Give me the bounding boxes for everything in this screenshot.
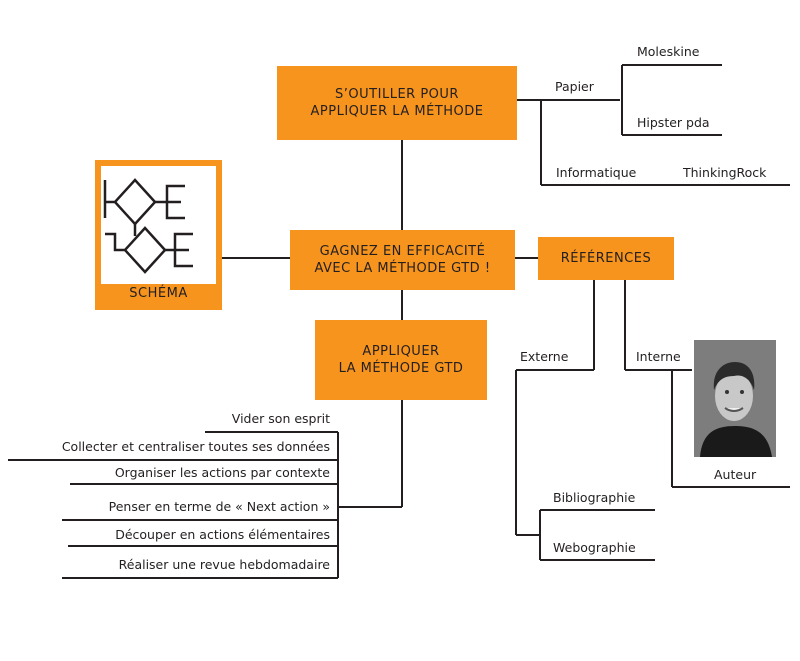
action-item-1: Vider son esprit	[231, 411, 330, 426]
label-externe: Externe	[520, 349, 569, 364]
action-item-4: Penser en terme de « Next action »	[108, 499, 330, 514]
box-outiller: S’OUTILLER POUR APPLIQUER LA MÉTHODE	[277, 66, 517, 140]
label-interne: Interne	[636, 349, 681, 364]
action-item-3: Organiser les actions par contexte	[114, 465, 330, 480]
label-webographie: Webographie	[553, 540, 636, 555]
label-informatique: Informatique	[556, 165, 637, 180]
box-center-label: GAGNEZ EN EFFICACITÉ AVEC LA MÉTHODE GTD…	[314, 244, 491, 276]
schema-box: SCHÉMA	[95, 160, 222, 310]
box-references-label: RÉFÉRENCES	[560, 251, 652, 266]
label-papier: Papier	[555, 79, 594, 94]
box-appliquer-label: APPLIQUER LA MÉTHODE GTD	[338, 344, 464, 376]
label-bibliographie: Bibliographie	[553, 490, 636, 505]
author-photo-icon	[694, 340, 776, 457]
label-moleskine: Moleskine	[637, 44, 700, 59]
label-hipster: Hipster pda	[637, 115, 710, 130]
action-item-2: Collecter et centraliser toutes ses donn…	[61, 439, 330, 454]
label-auteur: Auteur	[714, 467, 757, 482]
box-appliquer: APPLIQUER LA MÉTHODE GTD	[315, 320, 487, 400]
schema-label: SCHÉMA	[129, 286, 188, 301]
label-thinkingrock: ThinkingRock	[683, 165, 767, 180]
action-item-6: Réaliser une revue hebdomadaire	[118, 557, 330, 572]
box-outiller-label: S’OUTILLER POUR APPLIQUER LA MÉTHODE	[310, 87, 484, 119]
box-center: GAGNEZ EN EFFICACITÉ AVEC LA MÉTHODE GTD…	[290, 230, 515, 290]
schema-diagram-icon	[101, 166, 216, 284]
action-item-5: Découper en actions élémentaires	[115, 527, 330, 542]
box-references: RÉFÉRENCES	[538, 237, 674, 280]
